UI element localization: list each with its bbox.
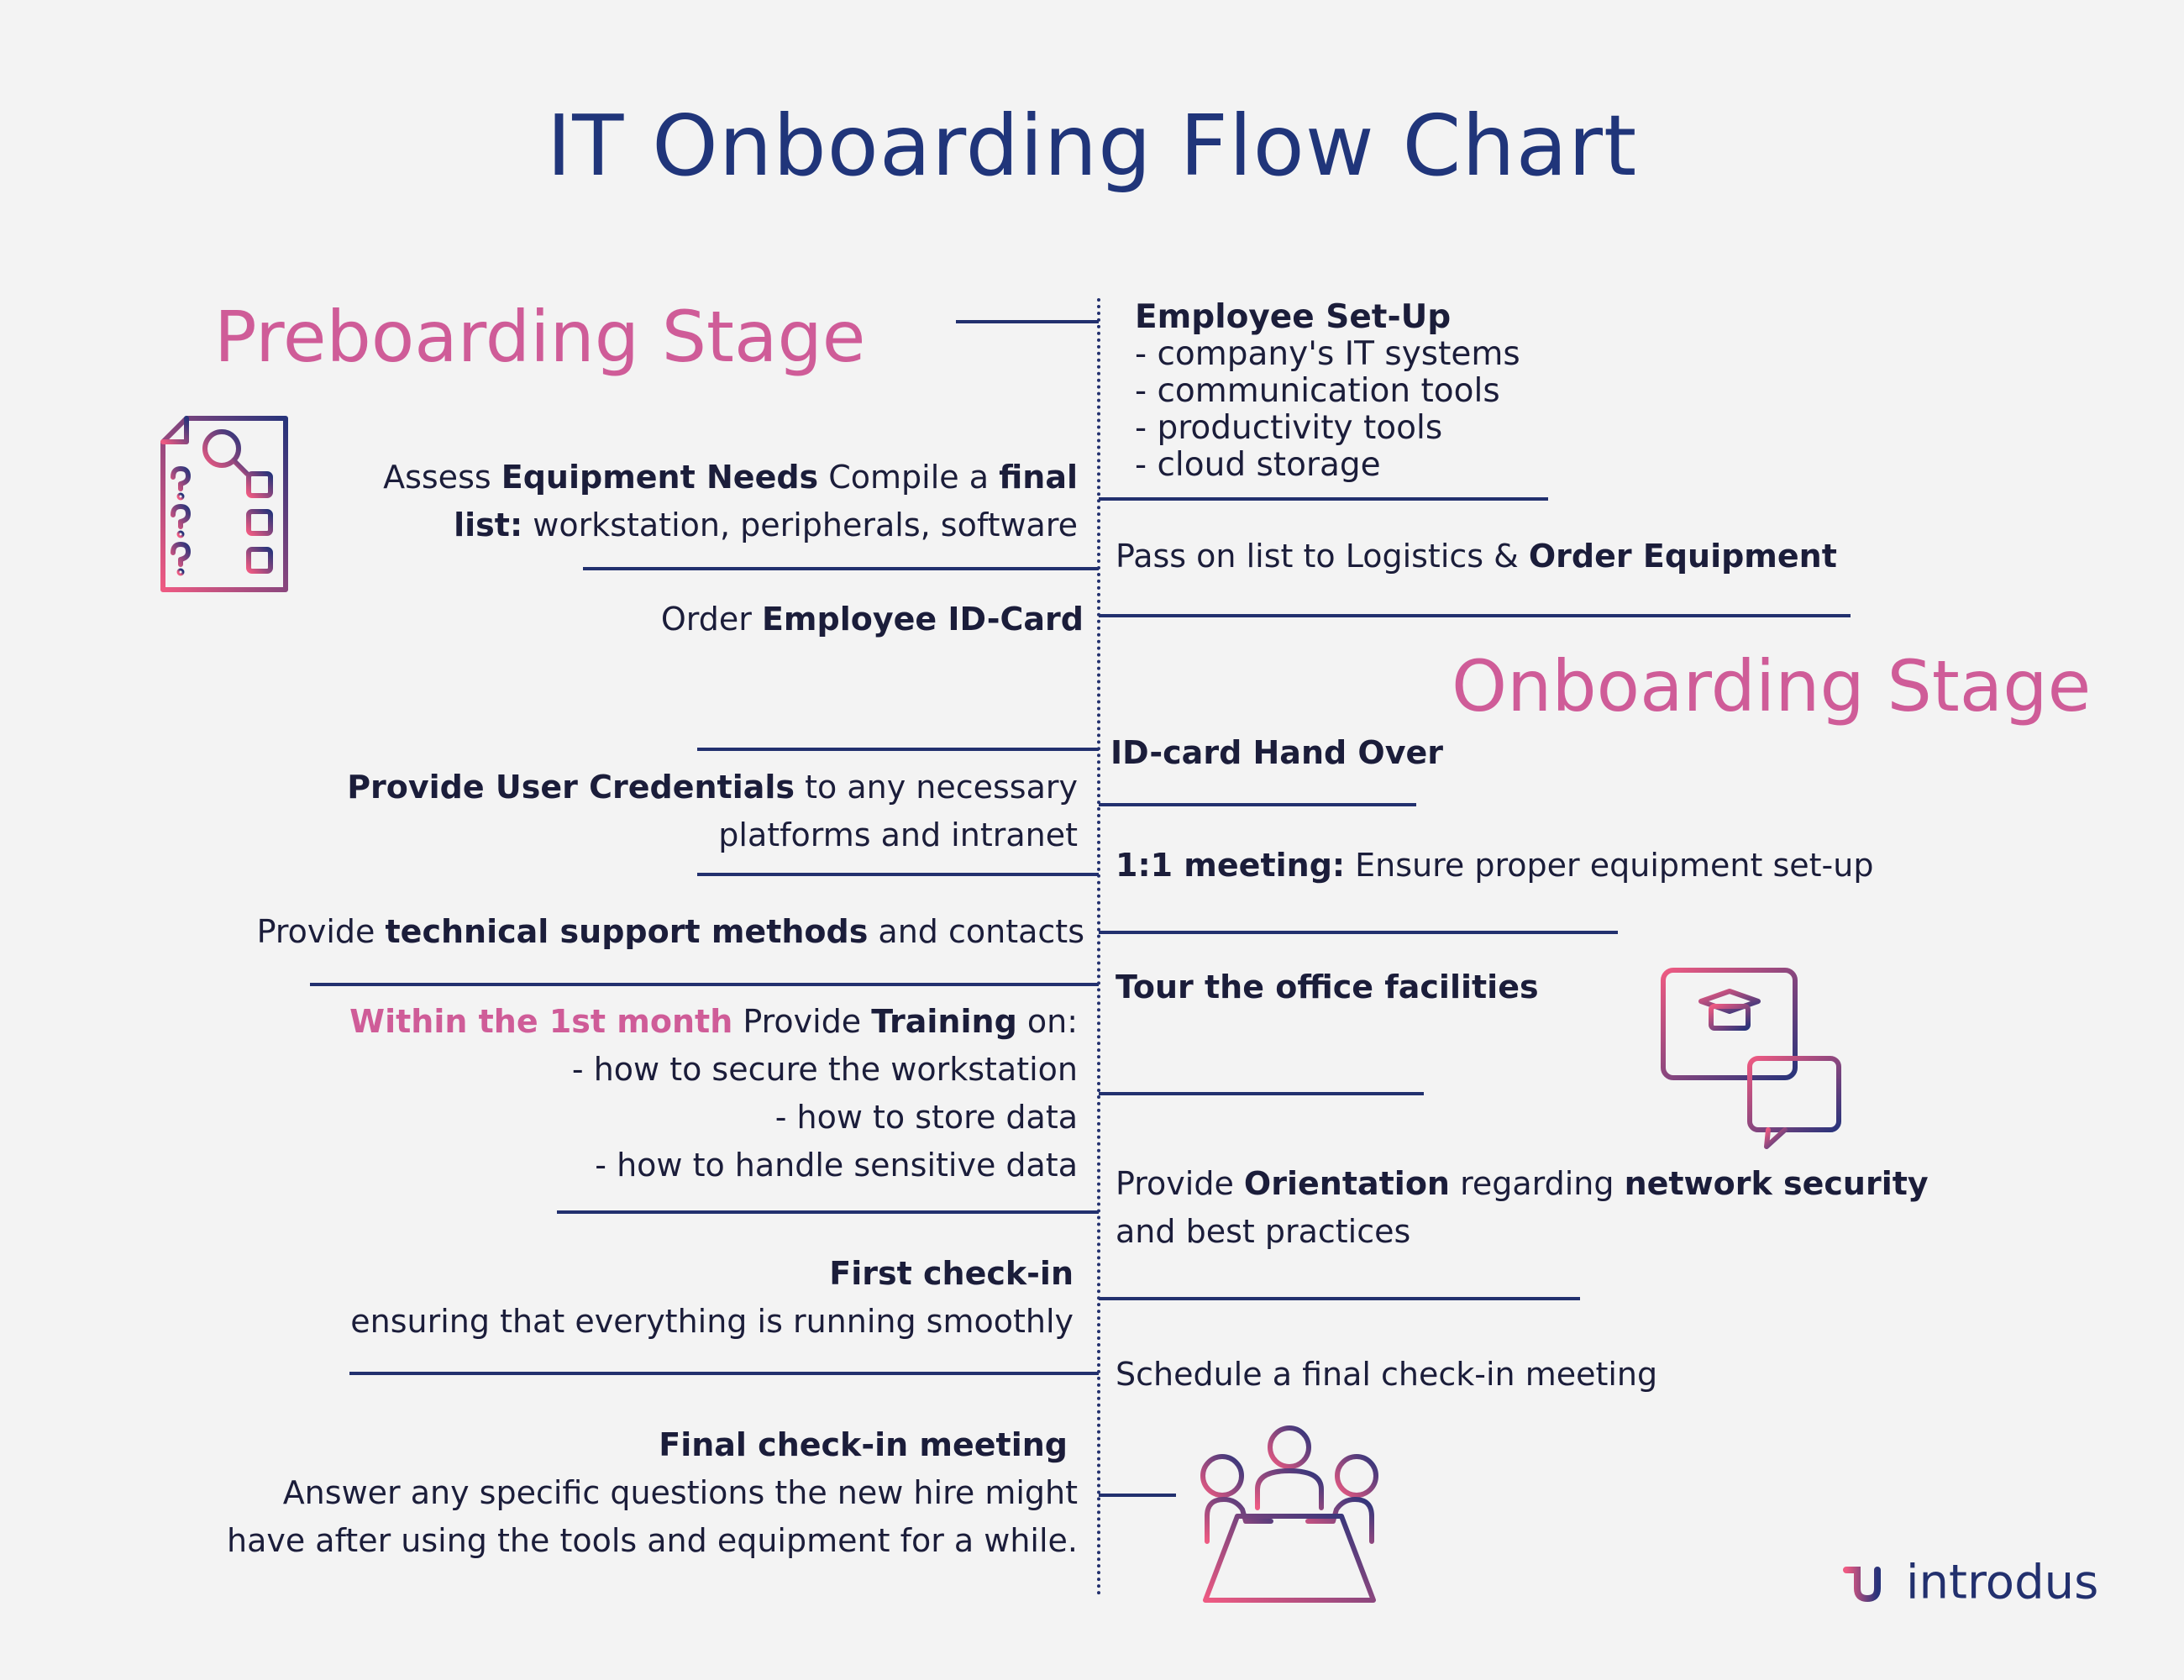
final-meeting-step: Final check-in meeting Answer any specif…: [226, 1426, 1078, 1559]
timeline-axis: [1097, 298, 1100, 1596]
schedule-step: Schedule a final check-in meeting: [1116, 1356, 1658, 1393]
support-step: Provide technical support methods and co…: [256, 913, 1084, 950]
onboarding-heading: Onboarding Stage: [1452, 645, 2092, 727]
connector-training: [557, 1210, 1099, 1214]
introdus-logo-icon: [1843, 1566, 1881, 1602]
employee-setup-heading: Employee Set-Up: [1135, 298, 1452, 336]
employee-setup-block: Employee Set-Up - company's IT systems -…: [1135, 299, 1520, 484]
employee-setup-item: - cloud storage: [1135, 446, 1381, 484]
order-id-step: Order Employee ID-Card: [660, 601, 1084, 638]
employee-setup-item: - productivity tools: [1135, 409, 1443, 447]
online-training-icon: [1661, 968, 1841, 1149]
connector-setup-end: [1099, 497, 1548, 501]
orientation-step: Provide Orientation regarding network se…: [1116, 1165, 1929, 1250]
connector-employee-setup: [956, 320, 1099, 323]
connector-first-checkin: [349, 1372, 1099, 1375]
employee-setup-item: - communication tools: [1135, 372, 1500, 410]
brand-logo: introdus: [1842, 1552, 2098, 1609]
page-title: IT Onboarding Flow Chart: [546, 97, 1638, 195]
connector-handover-end: [1099, 803, 1416, 806]
employee-setup-item: - company's IT systems: [1135, 335, 1520, 373]
training-step: Within the 1st month Provide Training on…: [349, 1003, 1078, 1184]
first-checkin-step: First check-in ensuring that everything …: [350, 1255, 1074, 1340]
connector-tour: [1099, 1092, 1424, 1095]
preboarding-heading: Preboarding Stage: [214, 296, 866, 378]
connector-support: [310, 983, 1099, 986]
brand-name: introdus: [1906, 1555, 2099, 1610]
connector-id-handover: [697, 748, 1099, 751]
tour-step: Tour the office facilities: [1116, 969, 1539, 1005]
connector-final-meeting: [1099, 1494, 1176, 1497]
connector-assess: [583, 567, 1099, 570]
id-handover-step: ID-card Hand Over: [1110, 734, 1444, 771]
connector-order-equipment: [1099, 614, 1851, 617]
credentials-step: Provide User Credentials to any necessar…: [347, 769, 1078, 853]
team-meeting-icon: [1200, 1425, 1378, 1603]
assess-step: Assess Equipment Needs Compile a final l…: [383, 459, 1078, 543]
connector-orientation: [1099, 1297, 1580, 1300]
connector-meeting: [1099, 931, 1618, 934]
checklist-icon: [160, 416, 288, 592]
order-equipment-step: Pass on list to Logistics & Order Equipm…: [1116, 538, 1837, 575]
meeting-step: 1:1 meeting: Ensure proper equipment set…: [1116, 847, 1874, 884]
connector-credentials: [697, 873, 1099, 876]
